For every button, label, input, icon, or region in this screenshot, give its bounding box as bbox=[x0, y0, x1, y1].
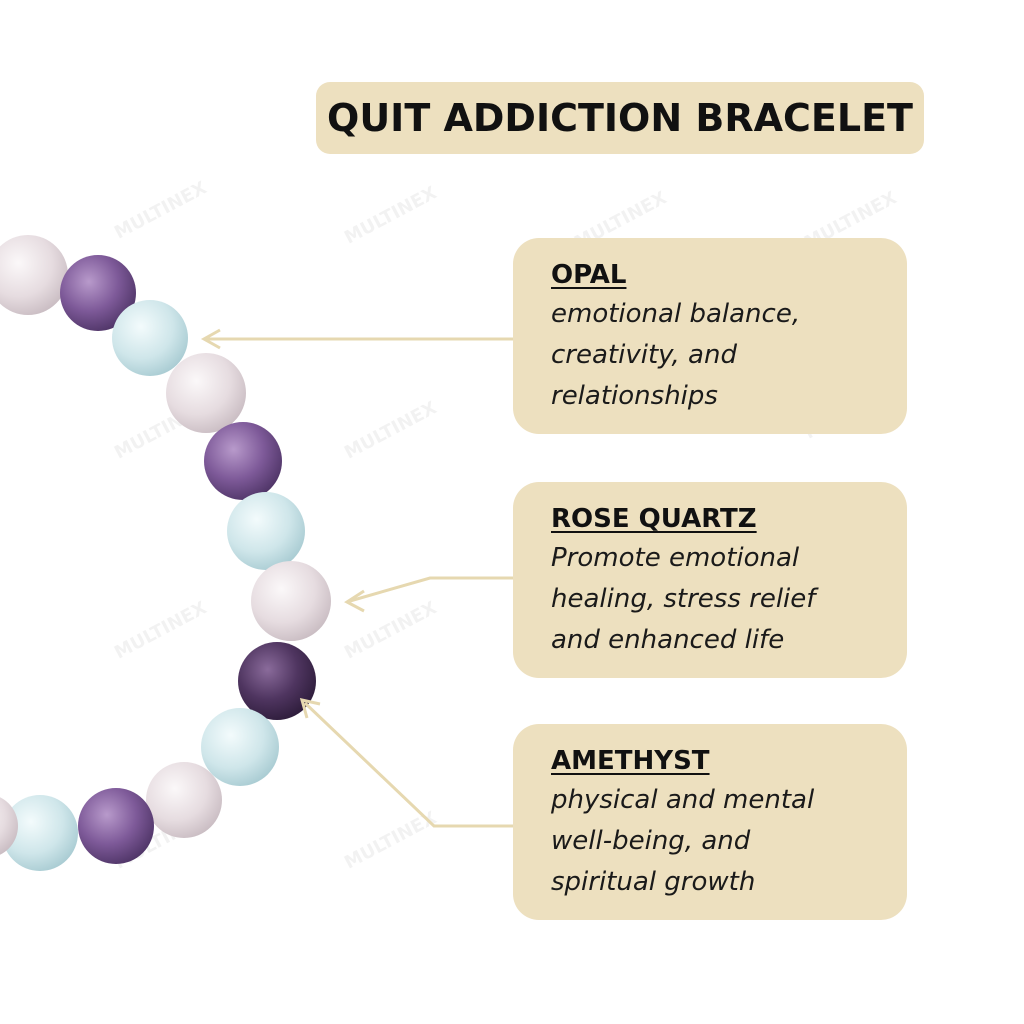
page-title: QUIT ADDICTION BRACELET bbox=[327, 96, 913, 140]
stone-description-line: physical and mental bbox=[551, 785, 815, 815]
opal-bead bbox=[112, 300, 188, 376]
opal-info-card: OPAL emotional balance, creativity, and … bbox=[513, 238, 907, 434]
amethyst-info-card: AMETHYST physical and mental well-being,… bbox=[513, 724, 907, 920]
amethyst-bead bbox=[238, 642, 316, 720]
stone-name: AMETHYST bbox=[551, 746, 710, 776]
rose-quartz-arrow bbox=[344, 576, 516, 613]
amethyst-arrow bbox=[299, 697, 516, 828]
stone-description-line: Promote emotional bbox=[551, 543, 800, 573]
stone-description-line: healing, stress relief bbox=[551, 584, 816, 614]
stone-description-line: well-being, and bbox=[551, 826, 751, 856]
opal-arrow bbox=[200, 328, 516, 350]
amethyst-bead bbox=[78, 788, 154, 864]
stone-description-line: creativity, and bbox=[551, 340, 737, 370]
rose-quartz-bead bbox=[166, 353, 246, 433]
opal-bead bbox=[2, 795, 78, 871]
rose-quartz-bead bbox=[0, 235, 68, 315]
stone-name: OPAL bbox=[551, 260, 627, 290]
stone-description-line: and enhanced life bbox=[551, 625, 785, 655]
rose-quartz-bead bbox=[146, 762, 222, 838]
rose-quartz-bead bbox=[251, 561, 331, 641]
opal-bead bbox=[201, 708, 279, 786]
rose-quartz-info-card: ROSE QUARTZ Promote emotional healing, s… bbox=[513, 482, 907, 678]
amethyst-bead bbox=[204, 422, 282, 500]
stone-description-line: relationships bbox=[551, 381, 718, 411]
rose-quartz-bead bbox=[0, 797, 18, 855]
title-banner: QUIT ADDICTION BRACELET bbox=[316, 82, 924, 154]
amethyst-bead bbox=[60, 255, 136, 331]
opal-bead bbox=[227, 492, 305, 570]
stone-name: ROSE QUARTZ bbox=[551, 504, 757, 534]
stone-description-line: emotional balance, bbox=[551, 299, 801, 329]
stone-description-line: spiritual growth bbox=[551, 867, 756, 897]
